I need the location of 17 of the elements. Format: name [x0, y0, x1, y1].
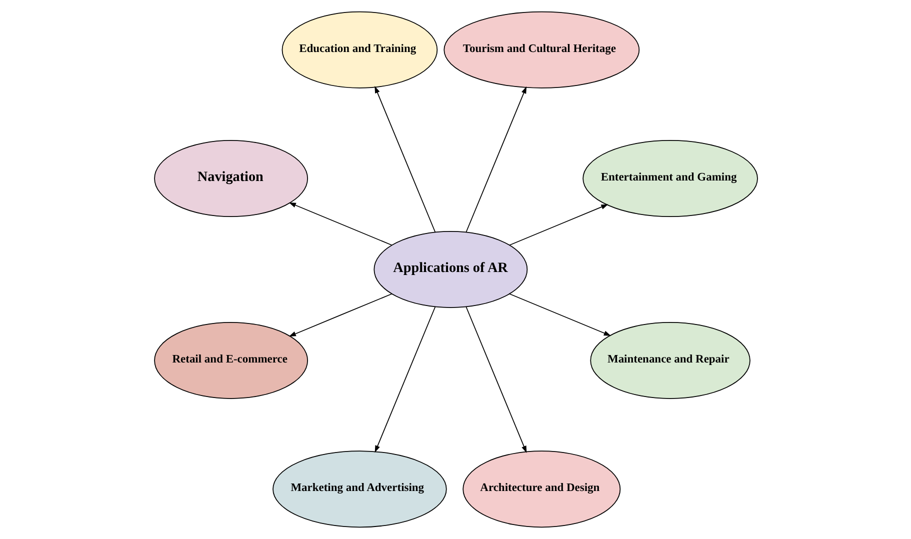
node-ellipse: Tourism and Cultural Heritage [443, 11, 640, 88]
arrow [374, 306, 436, 453]
node-ellipse: Navigation [154, 140, 308, 218]
arrow [465, 86, 526, 232]
node-ellipse: Marketing and Advertising [272, 450, 446, 528]
arrow [508, 293, 610, 336]
node-ellipse: Education and Training [281, 11, 438, 88]
arrow [288, 202, 392, 246]
node-ellipse: Retail and E-commerce [154, 322, 308, 399]
node-ellipse: Architecture and Design [462, 450, 620, 528]
arrow [508, 204, 608, 246]
node-ellipse: Maintenance and Repair [590, 322, 750, 399]
arrow [465, 306, 526, 453]
node-ellipse: Entertainment and Gaming [582, 140, 758, 218]
node-ellipse: Applications of AR [373, 231, 528, 308]
arrow [288, 293, 392, 337]
arrow [374, 86, 436, 232]
